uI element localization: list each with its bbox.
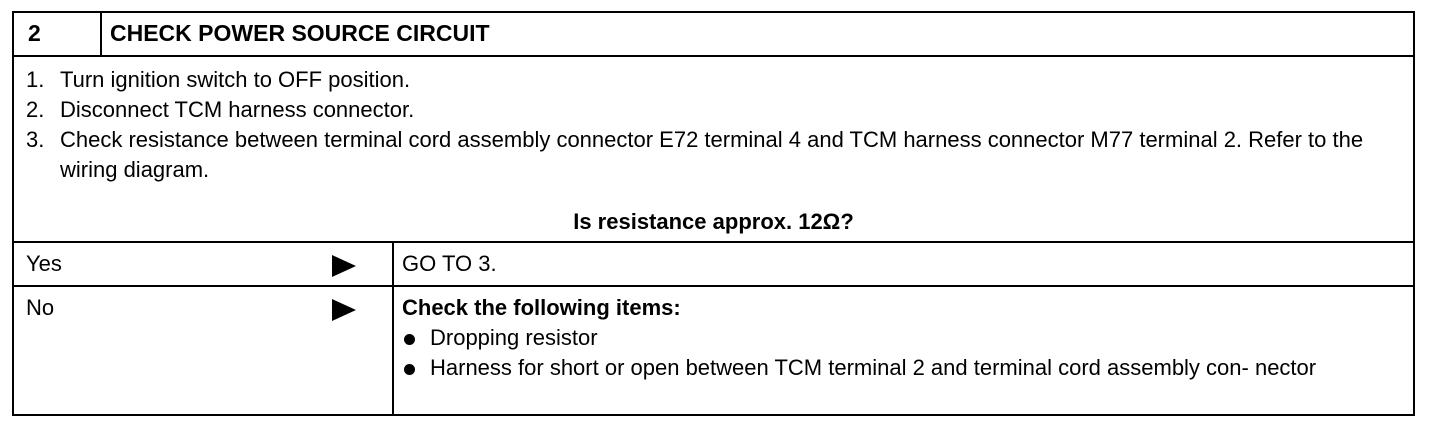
procedure-step: 1. Turn ignition switch to OFF position.: [26, 65, 1401, 95]
procedure-step-number: 2.: [26, 97, 45, 122]
result-row-no: No Check the following items: Dropping r…: [14, 287, 1413, 414]
check-item-text: Harness for short or open between TCM te…: [430, 355, 1317, 380]
result-label-yes-text: Yes: [26, 251, 62, 276]
bullet-dot-icon: [402, 353, 430, 383]
diagnostic-step-table: 2 CHECK POWER SOURCE CIRCUIT 1. Turn ign…: [12, 11, 1415, 416]
result-label-no: No: [14, 287, 394, 414]
check-item: Harness for short or open between TCM te…: [402, 353, 1401, 383]
check-item: Dropping resistor: [402, 323, 1401, 353]
procedure-section: 1. Turn ignition switch to OFF position.…: [14, 57, 1413, 243]
procedure-step: 3. Check resistance between terminal cor…: [26, 125, 1401, 185]
check-item-text: Dropping resistor: [430, 325, 598, 350]
procedure-step-number: 3.: [26, 127, 45, 152]
check-items-list: Dropping resistor Harness for short or o…: [402, 323, 1401, 383]
step-header: 2 CHECK POWER SOURCE CIRCUIT: [14, 13, 1413, 57]
result-label-yes: Yes: [14, 243, 394, 285]
step-number: 2: [14, 13, 102, 55]
result-row-yes: Yes GO TO 3.: [14, 243, 1413, 287]
procedure-list: 1. Turn ignition switch to OFF position.…: [26, 65, 1401, 185]
procedure-step-text: Disconnect TCM harness connector.: [60, 97, 415, 122]
check-question: Is resistance approx. 12Ω?: [573, 209, 854, 234]
action-title: Check the following items:: [402, 295, 681, 320]
result-label-no-text: No: [26, 295, 55, 320]
result-action-no: Check the following items: Dropping resi…: [394, 287, 1413, 414]
procedure-step-text: Turn ignition switch to OFF position.: [60, 67, 411, 92]
step-title: CHECK POWER SOURCE CIRCUIT: [110, 20, 490, 47]
procedure-step: 2. Disconnect TCM harness connector.: [26, 95, 1401, 125]
bullet-dot-icon: [402, 323, 430, 353]
right-arrow-icon: [332, 299, 356, 321]
procedure-step-number: 1.: [26, 67, 45, 92]
right-arrow-icon: [332, 255, 356, 277]
result-action-yes: GO TO 3.: [402, 251, 497, 276]
procedure-step-text: Check resistance between terminal cord a…: [60, 127, 1364, 182]
